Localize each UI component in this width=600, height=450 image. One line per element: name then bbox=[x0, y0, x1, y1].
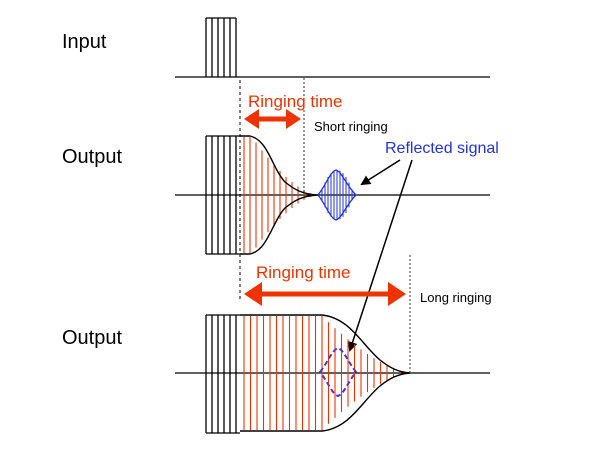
input-label: Input bbox=[62, 31, 107, 53]
ringing-time-short-arrow bbox=[244, 109, 301, 129]
input-pulse bbox=[205, 17, 237, 77]
ringing-time-long-arrow bbox=[244, 282, 406, 306]
short-drive-pulse bbox=[205, 135, 240, 255]
reflected-signal-label: Reflected signal bbox=[385, 140, 499, 157]
short-ringing-label: Short ringing bbox=[314, 119, 388, 134]
long-drive-pulse bbox=[205, 314, 240, 434]
long-ringing-label: Long ringing bbox=[420, 290, 492, 305]
ringing-time-short-label: Ringing time bbox=[248, 92, 343, 111]
short-ringing-waveform bbox=[243, 137, 311, 253]
reflected-arrow-long bbox=[347, 159, 413, 352]
output-label-long: Output bbox=[62, 327, 122, 349]
ringing-time-long-label: Ringing time bbox=[256, 263, 351, 282]
reflected-signal-long bbox=[318, 346, 358, 398]
output-label-short: Output bbox=[62, 146, 122, 168]
reflected-arrow-short bbox=[360, 159, 401, 186]
long-ringing-envelope bbox=[240, 314, 411, 432]
reflected-signal-envelope bbox=[317, 169, 357, 221]
long-ringing-waveform bbox=[243, 316, 401, 430]
